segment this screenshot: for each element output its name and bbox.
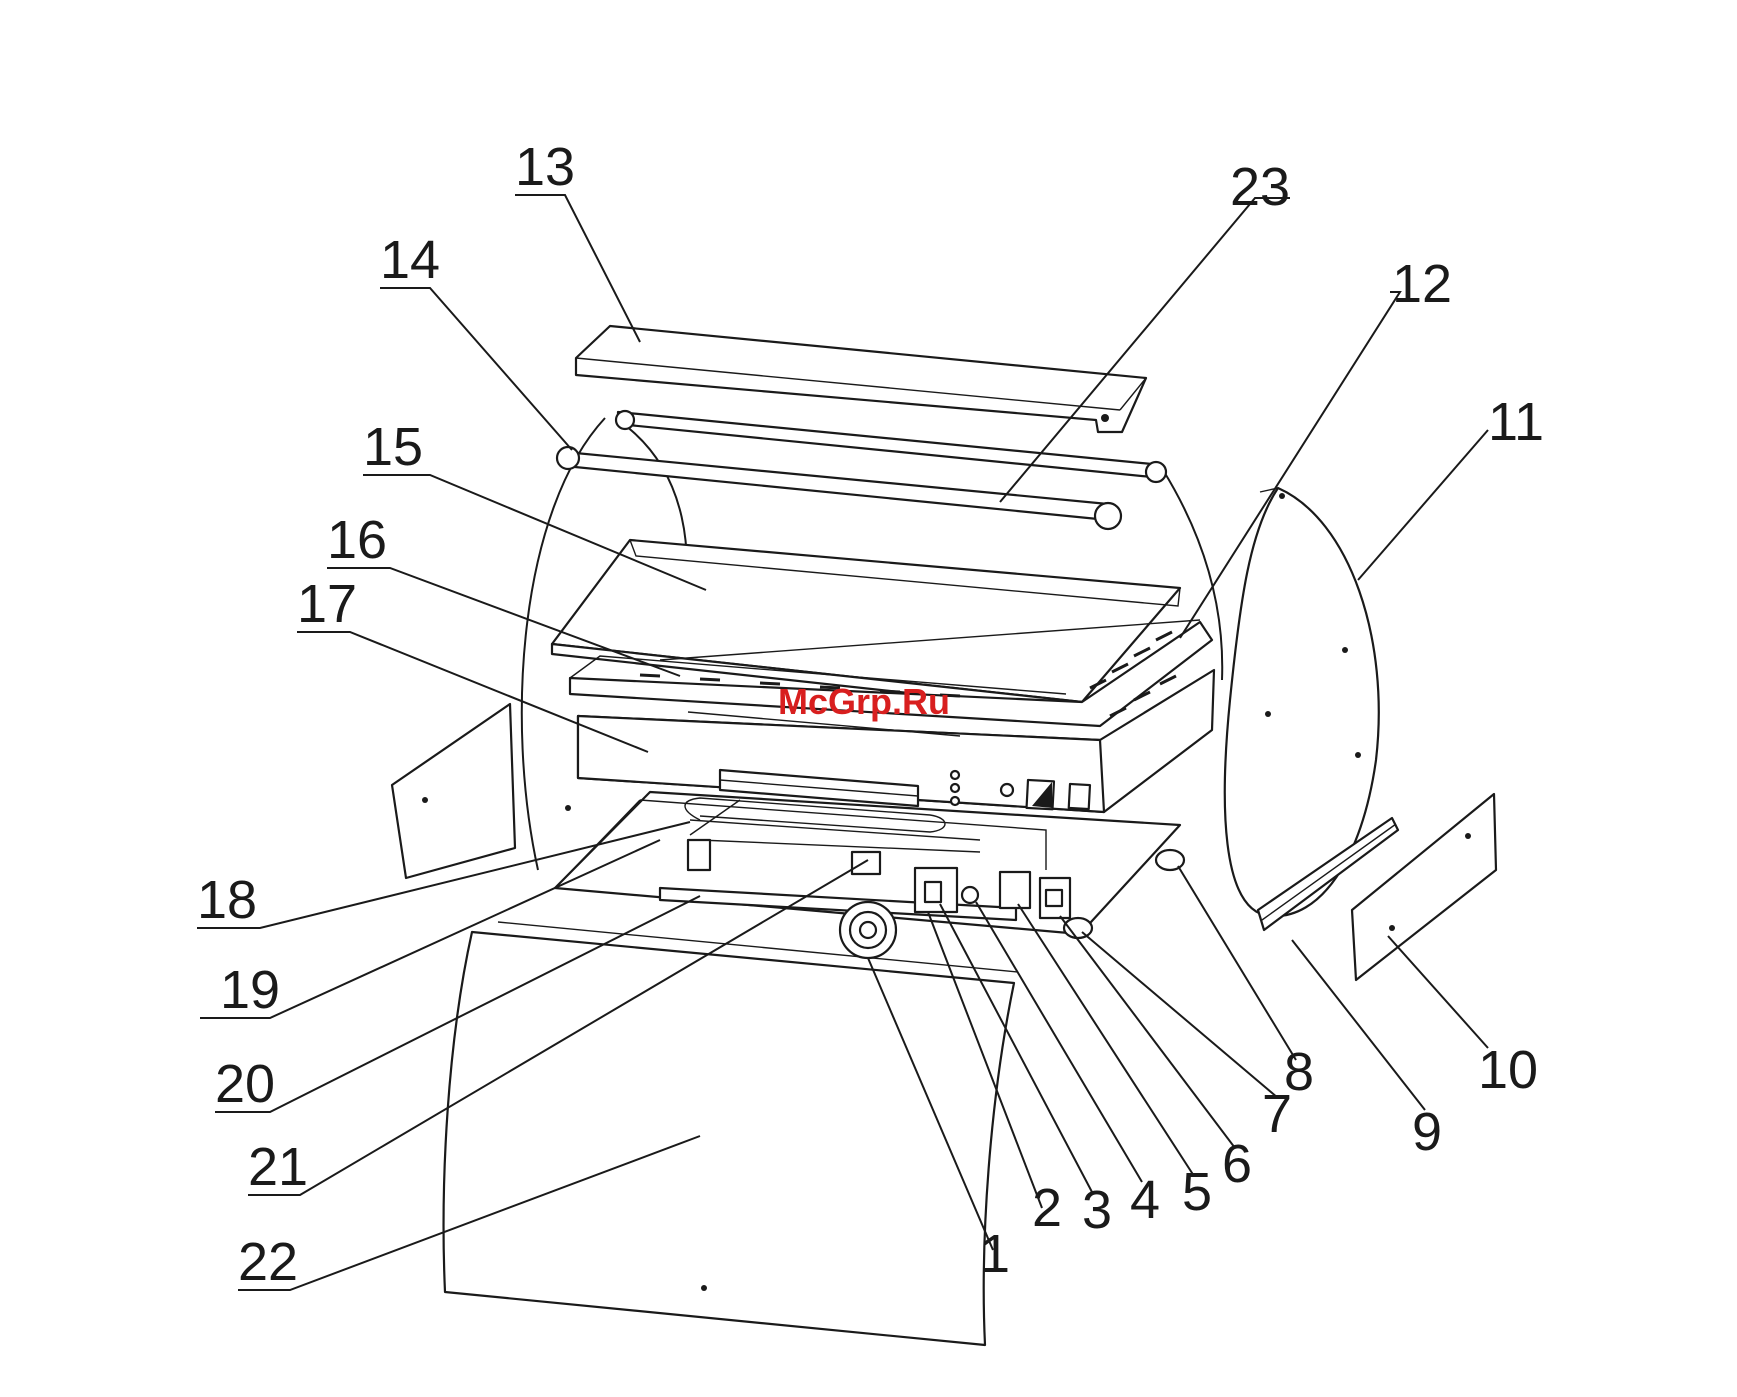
callout-2: 2: [1032, 1178, 1062, 1238]
callout-20: 20: [215, 1054, 275, 1114]
part-side-bracket: [1352, 794, 1496, 980]
callout-22: 22: [238, 1232, 298, 1292]
callout-10: 10: [1478, 1040, 1538, 1100]
callout-23: 23: [1230, 157, 1290, 217]
callout-17: 17: [297, 574, 357, 634]
callout-4: 4: [1130, 1170, 1160, 1230]
part-left-bracket: [392, 704, 571, 878]
callout-9: 9: [1412, 1102, 1442, 1162]
callout-6: 6: [1222, 1134, 1252, 1194]
callout-18: 18: [197, 870, 257, 930]
callout-12: 12: [1392, 254, 1452, 314]
part-thermostat-knob: [840, 902, 896, 958]
callout-19: 19: [220, 960, 280, 1020]
callout-21: 21: [248, 1137, 308, 1197]
callout-7: 7: [1262, 1084, 1292, 1144]
callout-11: 11: [1488, 392, 1544, 452]
callout-1: 1: [980, 1224, 1010, 1284]
callout-15: 15: [363, 417, 423, 477]
callout-3: 3: [1082, 1180, 1112, 1240]
callout-13: 13: [515, 137, 575, 197]
callout-16: 16: [327, 510, 387, 570]
part-front-glass: [444, 922, 1018, 1345]
watermark: McGrp.Ru: [778, 681, 950, 722]
callout-14: 14: [380, 230, 440, 290]
callout-5: 5: [1182, 1162, 1212, 1222]
